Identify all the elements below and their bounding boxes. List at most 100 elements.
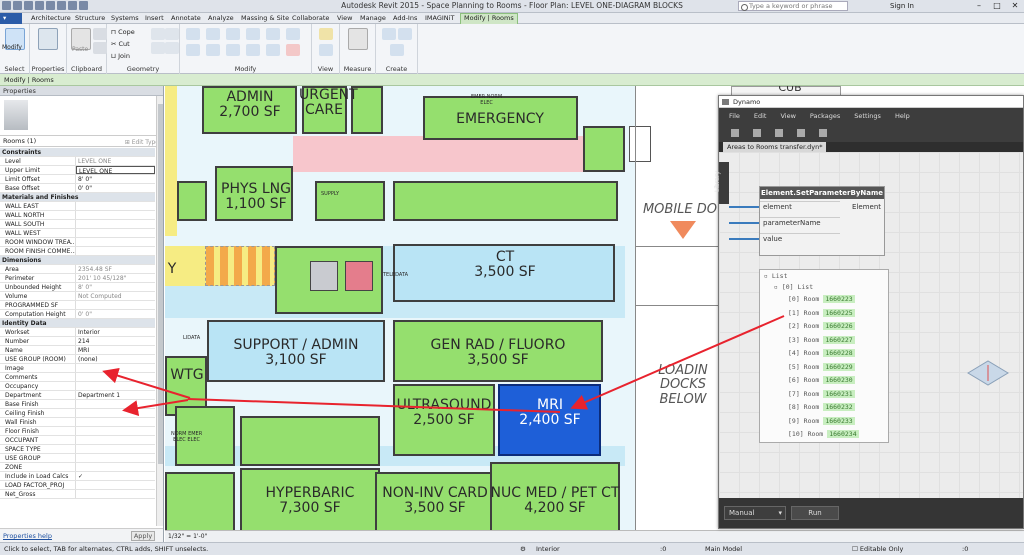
property-value[interactable] [76,373,155,381]
type-selector[interactable] [0,96,163,136]
dynamo-menu-file[interactable]: File [729,112,740,120]
redo-icon[interactable] [46,1,55,10]
dynamo-menu-packages[interactable]: Packages [809,112,841,120]
offset-icon[interactable] [206,28,220,40]
search-input[interactable]: Type a keyword or phrase [738,1,848,11]
room-nuc-med-pet-ct[interactable] [490,462,620,542]
measure-icon[interactable] [68,1,77,10]
tab-modify-rooms[interactable]: Modify | Rooms [460,13,518,24]
tab-annotate[interactable]: Annotate [171,14,201,22]
property-value[interactable] [76,463,155,471]
property-value[interactable] [76,418,155,426]
property-value[interactable] [76,202,155,210]
dynamo-menu-view[interactable]: View [780,112,796,120]
instance-selector[interactable]: Rooms (1) ⊞ Edit Type [0,136,163,147]
property-value[interactable]: 8' 0" [78,176,92,183]
property-value[interactable]: (none) [78,356,98,363]
property-row[interactable]: Base Finish [0,400,155,409]
app-menu-icon[interactable] [2,1,11,10]
room-block[interactable] [393,181,618,221]
trim-icon[interactable] [226,44,240,56]
delete-icon[interactable] [286,44,300,56]
property-row[interactable]: Wall Finish [0,418,155,427]
room-small[interactable] [351,86,383,134]
property-row[interactable]: Net_Gross [0,490,155,499]
create-similar-icon[interactable] [398,28,412,40]
tab-systems[interactable]: Systems [111,14,139,22]
property-value[interactable] [76,454,155,462]
properties-icon[interactable] [38,28,58,50]
tab-insert[interactable]: Insert [145,14,164,22]
run-mode-select[interactable]: Manual ▾ [724,506,786,520]
property-row[interactable]: ROOM FINISH COMME... [0,247,155,256]
library-tab[interactable]: Library [714,162,729,204]
property-value[interactable]: 214 [78,338,90,345]
room-emergency[interactable] [423,96,578,140]
property-value[interactable] [76,400,155,408]
room-phys-lng[interactable] [215,166,293,221]
room-gen-rad-fluoro[interactable] [393,320,603,382]
property-value[interactable] [76,481,155,489]
measure-tool-icon[interactable] [348,28,368,50]
property-value[interactable] [76,436,155,444]
tab-architecture[interactable]: Architecture [31,14,71,22]
node-set-parameter-by-name[interactable]: Element.SetParameterByName element param… [759,186,885,256]
tab-structure[interactable]: Structure [75,14,106,22]
property-value[interactable] [76,220,155,228]
file-tab[interactable]: ▾ [0,13,22,24]
edit-type-button[interactable]: ⊞ Edit Type [124,139,159,146]
property-value[interactable] [76,445,155,453]
property-value[interactable] [76,301,155,309]
tab-collaborate[interactable]: Collaborate [292,14,330,22]
rotate-icon[interactable] [206,44,220,56]
room-small[interactable] [177,181,207,221]
property-row[interactable]: Ceiling Finish [0,409,155,418]
room-mri[interactable] [498,384,601,456]
property-section-header[interactable]: Materials and Finishes [0,193,155,202]
tab-imaginit[interactable]: IMAGINiT [425,14,455,22]
minimize-icon[interactable]: – [977,1,981,10]
property-row[interactable]: ROOM WINDOW TREA... [0,238,155,247]
input-port-value[interactable]: value [763,235,783,243]
property-row[interactable]: Floor Finish [0,427,155,436]
property-value[interactable]: LEVEL ONE [76,166,155,174]
property-row[interactable]: WALL SOUTH [0,220,155,229]
property-value[interactable] [76,247,155,255]
property-row[interactable]: Image [0,364,155,373]
design-option-select[interactable]: Main Model [705,545,743,553]
scale-icon[interactable] [266,44,280,56]
property-value[interactable] [76,427,155,435]
cut-clip-icon[interactable] [93,28,107,40]
input-port-parameter-name[interactable]: parameterName [763,219,821,227]
input-port-element[interactable]: element [763,203,792,211]
editable-only-checkbox[interactable]: ☐ Editable Only [852,545,904,553]
geometry-tool-icon[interactable] [151,42,165,54]
property-row[interactable]: Occupancy [0,382,155,391]
property-value[interactable]: 0' 0" [78,185,92,192]
property-row[interactable]: WALL NORTH [0,211,155,220]
property-row[interactable]: SPACE TYPE [0,445,155,454]
property-row[interactable]: ZONE [0,463,155,472]
property-value[interactable]: Interior [78,329,100,336]
save-icon[interactable] [24,1,33,10]
property-value[interactable]: Department 1 [78,392,121,399]
cut-button[interactable]: ✂ Cut [111,40,130,48]
property-row[interactable]: PROGRAMMED SF [0,301,155,310]
tab-view[interactable]: View [337,14,353,22]
close-icon[interactable]: ✕ [1011,1,1019,10]
dynamo-workspace[interactable]: Library Element.SetParameterByName eleme… [714,152,1023,498]
mirror-draw-icon[interactable] [246,28,260,40]
property-row[interactable]: WALL WEST [0,229,155,238]
undo-icon[interactable] [797,129,805,137]
properties-help-link[interactable]: Properties help [3,532,52,540]
view-cube-icon[interactable] [966,355,1010,390]
worksets-icon[interactable]: ⚙ [520,545,526,553]
lightbulb-icon[interactable] [319,28,333,40]
sign-in-link[interactable]: Sign In [890,2,914,10]
